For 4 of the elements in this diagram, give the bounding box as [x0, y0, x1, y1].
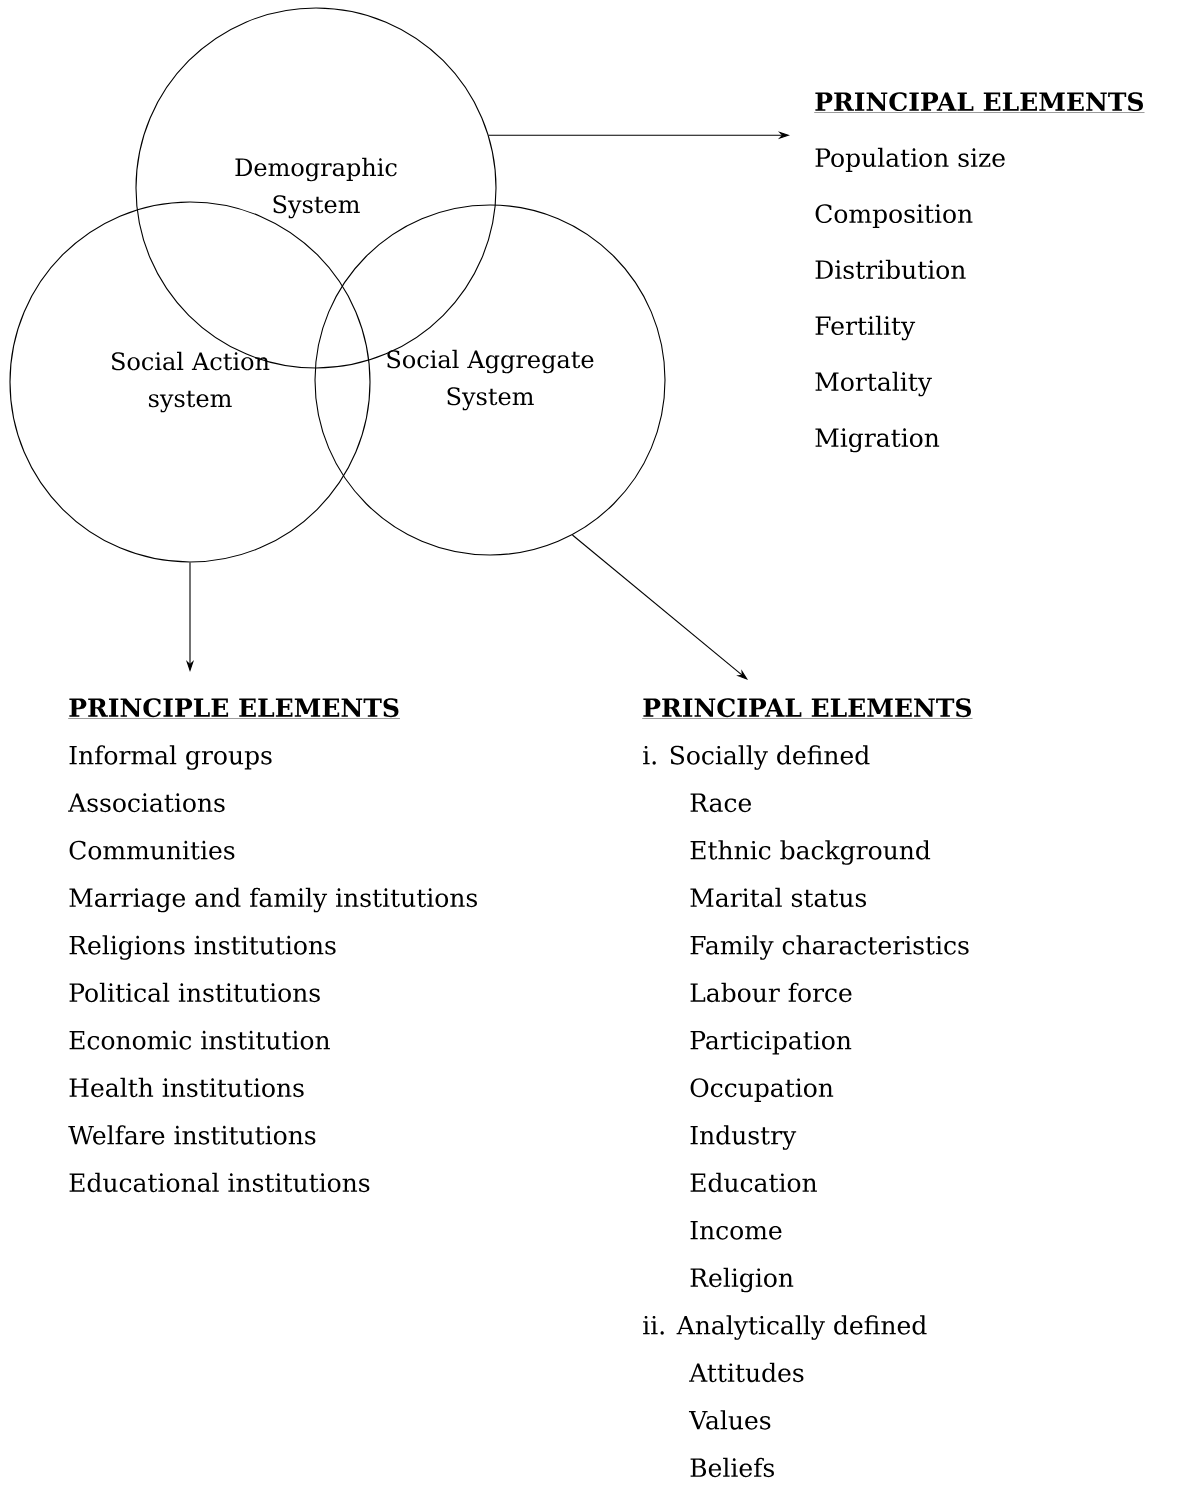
- element-list: PRINCIPAL ELEMENTS i. Socially defined Race Ethnic background Marital status Family characteristics Labour force Participation Occupation Industry Education Income Religion ii. Analytically defined Attitudes Values Beliefs: [642, 698, 973, 1478]
- arrow: [571, 534, 748, 680]
- element-list: PRINCIPAL ELEMENTS Population size Composition Distribution Fertility Mortality Migration: [814, 92, 1145, 453]
- element-list: PRINCIPLE ELEMENTS Informal groups Associations Communities Marriage and family institutions Religions institutions Political institutions Economic institution Health institutions Welfare institutions Educational institutions: [68, 698, 477, 1193]
